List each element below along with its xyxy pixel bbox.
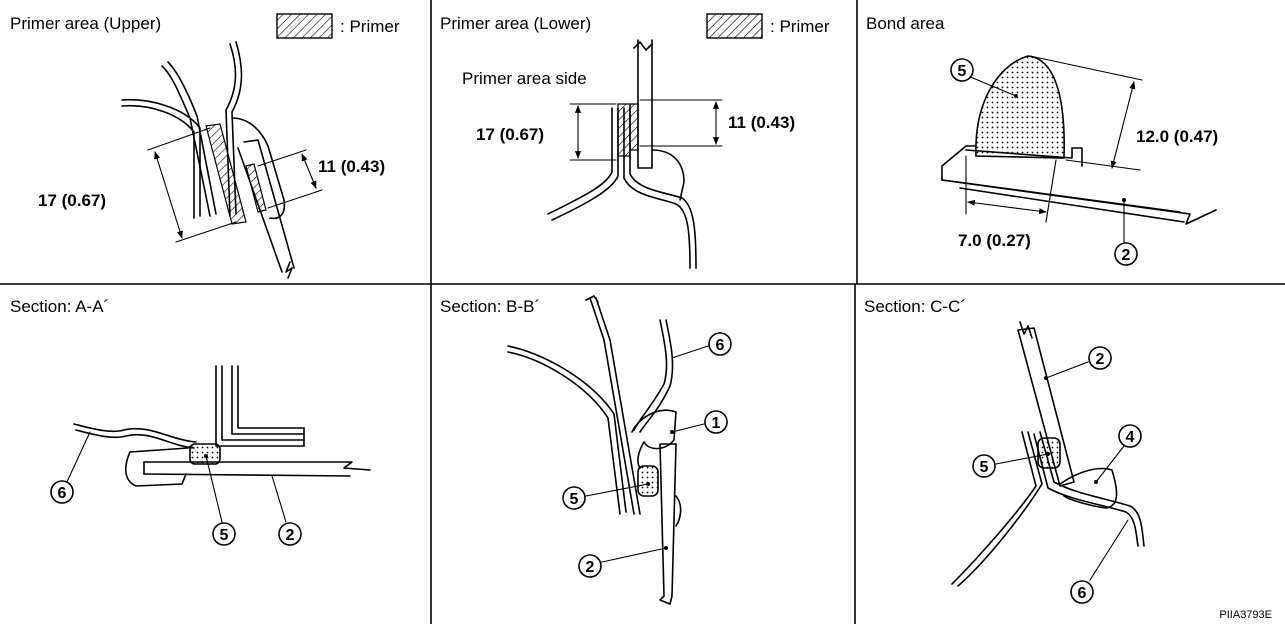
dim-label-11: 11 (0.43) xyxy=(318,157,385,176)
panel-title: Bond area xyxy=(866,14,945,33)
panel-title: Primer area (Lower) xyxy=(440,14,591,33)
molding xyxy=(631,409,677,469)
body-flange xyxy=(225,43,237,217)
windshield-glass xyxy=(941,179,1217,225)
callout-2 xyxy=(1114,242,1138,266)
svg-text:4: 4 xyxy=(1126,429,1135,446)
urethane-bead xyxy=(637,465,659,497)
svg-text:5: 5 xyxy=(958,63,967,80)
dimension-12 xyxy=(1110,81,1136,169)
primer-area-side-label: Primer area side xyxy=(462,69,587,88)
svg-text:5: 5 xyxy=(220,527,229,544)
svg-text:2: 2 xyxy=(1122,247,1131,264)
callout-2 xyxy=(578,554,602,578)
callout-5 xyxy=(972,454,996,478)
molding xyxy=(124,451,187,487)
body-flange xyxy=(73,423,197,443)
urethane-bead xyxy=(975,55,1065,159)
dim-label-7: 7.0 (0.27) xyxy=(958,231,1031,250)
windshield-glass xyxy=(243,139,295,269)
body-panel-outer xyxy=(951,431,1037,585)
windshield-glass xyxy=(659,443,677,605)
primer-strip-body xyxy=(205,123,247,225)
panel-title: Section: A-A´ xyxy=(10,297,109,316)
windshield-glass xyxy=(143,461,371,477)
primer-strip-body xyxy=(617,103,631,157)
molding xyxy=(1059,467,1118,509)
svg-text:6: 6 xyxy=(1078,585,1087,602)
dimension-11 xyxy=(301,153,317,189)
dim-label-17: 17 (0.67) xyxy=(476,125,544,144)
callout-5 xyxy=(950,58,974,82)
callout-6 xyxy=(50,480,74,504)
body-panel-outer xyxy=(507,345,627,513)
panel-section-c: Section: C-C´ 2 4 5 6 xyxy=(864,297,1145,604)
svg-text:2: 2 xyxy=(586,559,595,576)
primer-legend-swatch xyxy=(276,13,333,39)
molding xyxy=(231,117,286,220)
windshield-glass xyxy=(637,39,653,169)
body-panel-inner xyxy=(623,107,691,269)
dim-label-11: 11 (0.43) xyxy=(728,113,795,132)
svg-text:2: 2 xyxy=(1096,351,1105,368)
body-flange xyxy=(633,319,668,431)
body-panel-outer xyxy=(547,107,613,215)
primer-legend-label: : Primer xyxy=(770,17,830,36)
svg-text:1: 1 xyxy=(712,415,721,432)
panel-section-a: Section: A-A´ 6 5 2 xyxy=(10,297,371,546)
svg-text:5: 5 xyxy=(980,459,989,476)
body-panel-inner xyxy=(589,297,635,515)
svg-text:6: 6 xyxy=(716,337,725,354)
molding xyxy=(651,149,685,201)
callout-2 xyxy=(1088,346,1112,370)
callout-5 xyxy=(562,486,586,510)
primer-legend-swatch xyxy=(706,13,763,39)
panel-primer-lower: Primer area (Lower) : Primer Primer area… xyxy=(440,13,830,269)
body-panel-outer xyxy=(121,98,201,217)
svg-text:6: 6 xyxy=(58,485,67,502)
primer-strip-glass xyxy=(245,163,267,213)
primer-strip-glass xyxy=(629,103,639,151)
figure-code: PIIA3793E xyxy=(1219,609,1272,621)
callout-6 xyxy=(708,332,732,356)
urethane-bead xyxy=(189,443,221,465)
dimension-7 xyxy=(967,199,1047,215)
primer-legend-label: : Primer xyxy=(340,17,400,36)
body-panel-inner xyxy=(1033,433,1139,547)
dim-label-12: 12.0 (0.47) xyxy=(1136,127,1218,146)
callout-6 xyxy=(1070,580,1094,604)
panel-section-b: Section: B-B´ 6 1 5 2 xyxy=(440,295,732,605)
panel-primer-upper: Primer area (Upper) : Primer 17 (0.67) 1… xyxy=(10,13,400,279)
panel-title: Section: C-C´ xyxy=(864,297,966,316)
dimension-17 xyxy=(154,151,183,239)
svg-text:5: 5 xyxy=(570,491,579,508)
callout-2 xyxy=(278,522,302,546)
callout-5 xyxy=(212,522,236,546)
panel-title: Section: B-B´ xyxy=(440,297,540,316)
panel-title: Primer area (Upper) xyxy=(10,14,161,33)
roof-panel-2 xyxy=(231,365,305,435)
callout-1 xyxy=(704,410,728,434)
svg-text:2: 2 xyxy=(286,527,295,544)
panel-bond-area: Bond area 12.0 (0.47) 7.0 (0.27) 5 2 xyxy=(866,14,1218,266)
callout-4 xyxy=(1118,424,1142,448)
body-panel-inner xyxy=(161,65,211,217)
dim-label-17: 17 (0.67) xyxy=(38,191,106,210)
